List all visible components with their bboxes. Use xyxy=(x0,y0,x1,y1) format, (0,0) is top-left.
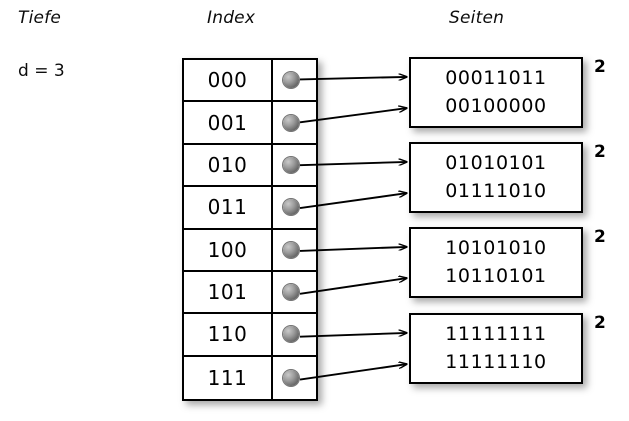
column-heading-index: Index xyxy=(207,8,256,28)
depth-value-label: d = 3 xyxy=(18,61,65,81)
index-key-cell: 111 xyxy=(184,356,273,399)
page-bucket-box[interactable]: 00011011 00100000 xyxy=(409,57,583,128)
index-pointer-cell[interactable] xyxy=(273,314,316,354)
table-row[interactable]: 010 xyxy=(184,144,316,188)
index-pointer-cell[interactable] xyxy=(273,102,316,142)
pointer-dot-icon xyxy=(283,72,299,89)
index-pointer-cell[interactable] xyxy=(273,230,316,270)
column-heading-depth: Tiefe xyxy=(18,8,62,28)
page-local-depth-label: 2 xyxy=(594,142,606,162)
page-record-line: 10110101 xyxy=(445,264,547,287)
table-row[interactable]: 001 xyxy=(184,102,316,145)
table-row[interactable]: 111 xyxy=(184,356,316,399)
page-record-line: 11111110 xyxy=(445,350,547,373)
pointer-dot-icon xyxy=(283,284,299,301)
index-pointer-cell[interactable] xyxy=(273,357,316,399)
page-local-depth-label: 2 xyxy=(594,313,606,333)
pointer-dot-icon xyxy=(283,156,299,173)
page-bucket-box[interactable]: 10101010 10110101 xyxy=(409,227,583,298)
pointer-dot-icon xyxy=(283,241,299,258)
table-row[interactable]: 101 xyxy=(184,271,316,315)
index-pointer-cell[interactable] xyxy=(273,272,316,312)
page-bucket-box[interactable]: 01010101 01111010 xyxy=(409,142,583,213)
page-record-line: 00011011 xyxy=(445,66,547,89)
page-record-line: 01111010 xyxy=(445,179,547,202)
index-directory-table: 000 001 010 011 100 xyxy=(182,58,318,401)
table-row[interactable]: 100 xyxy=(184,229,316,272)
index-pointer-cell[interactable] xyxy=(273,145,316,185)
pointer-dot-icon xyxy=(283,199,299,216)
index-key-cell: 100 xyxy=(184,229,273,270)
pointer-dot-icon xyxy=(283,369,299,386)
table-row[interactable]: 110 xyxy=(184,314,316,357)
pointer-dot-icon xyxy=(283,114,299,131)
page-record-line: 00100000 xyxy=(445,94,547,117)
page-record-line: 10101010 xyxy=(445,236,547,259)
index-key-cell: 010 xyxy=(184,144,273,186)
page-record-line: 01010101 xyxy=(445,151,547,174)
index-pointer-cell[interactable] xyxy=(273,187,316,227)
table-row[interactable]: 000 xyxy=(184,60,316,103)
index-pointer-cell[interactable] xyxy=(273,60,316,100)
index-key-cell: 000 xyxy=(184,60,273,101)
index-key-cell: 001 xyxy=(184,102,273,143)
page-bucket-box[interactable]: 11111111 11111110 xyxy=(409,313,583,384)
index-key-cell: 011 xyxy=(184,187,273,228)
pointer-dot-icon xyxy=(283,326,299,343)
page-record-line: 11111111 xyxy=(445,322,547,345)
page-local-depth-label: 2 xyxy=(594,227,606,247)
index-key-cell: 101 xyxy=(184,271,273,313)
table-row[interactable]: 011 xyxy=(184,187,316,230)
page-local-depth-label: 2 xyxy=(594,57,606,77)
column-heading-pages: Seiten xyxy=(449,8,505,28)
index-key-cell: 110 xyxy=(184,314,273,355)
